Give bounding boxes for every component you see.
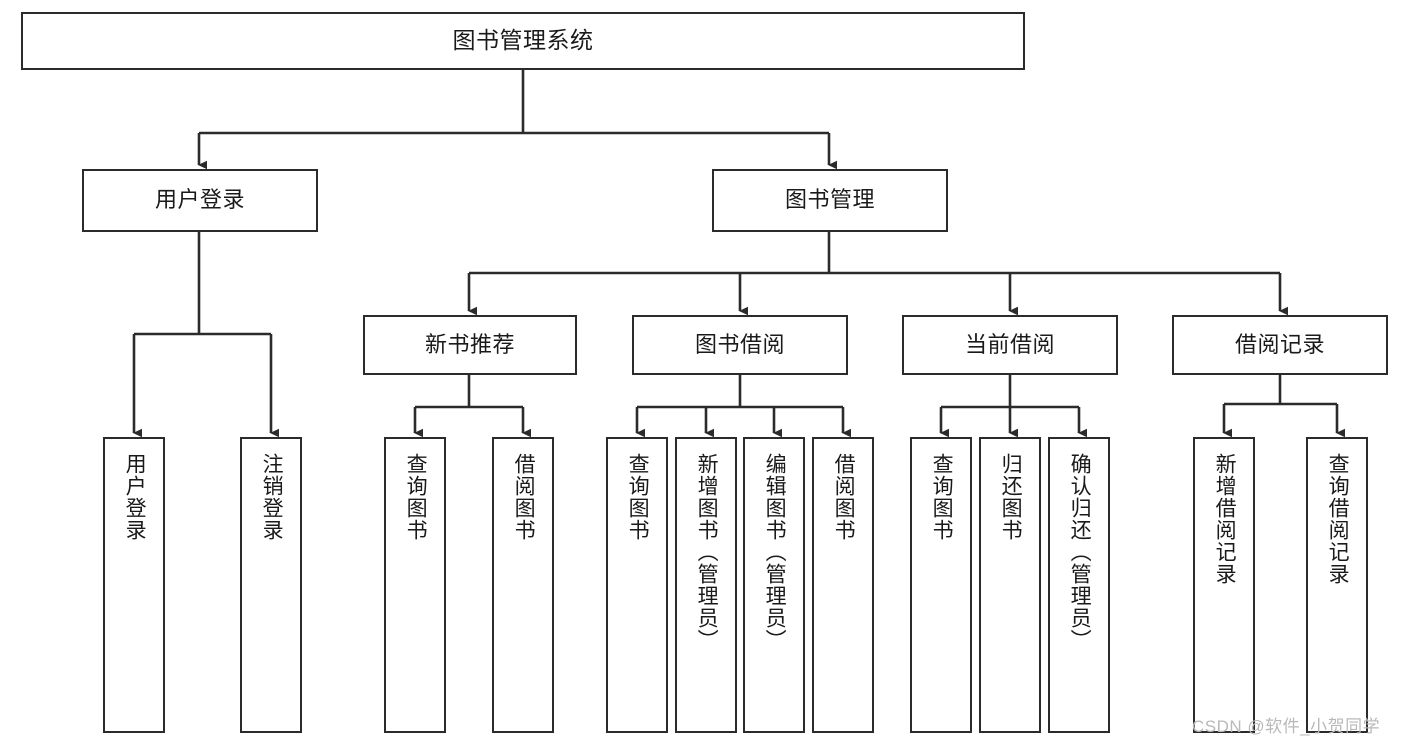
node-label: 图书管理 [784, 187, 875, 213]
leaf-new-book-borrow-book[interactable]: 借阅图书 [492, 437, 554, 733]
node-label: 当前借阅 [964, 331, 1055, 357]
node-label: 归还图书 [999, 453, 1023, 541]
leaf-book-borrow-borrow-book[interactable]: 借阅图书 [812, 437, 874, 733]
node-label: 借阅图书 [832, 453, 856, 541]
leaf-current-borrow-confirm-return-admin[interactable]: 确认归还（管理员） [1048, 437, 1110, 733]
node-label: 用户登录 [123, 453, 147, 541]
node-book-borrow[interactable]: 图书借阅 [632, 315, 848, 375]
leaf-current-borrow-return-book[interactable]: 归还图书 [979, 437, 1041, 733]
node-label: 确认归还（管理员） [1068, 453, 1092, 651]
leaf-book-borrow-add-book-admin[interactable]: 新增图书（管理员） [675, 437, 737, 733]
csdn-watermark: CSDN @软件_小贺同学 [1192, 717, 1381, 736]
node-book-management[interactable]: 图书管理 [712, 169, 948, 232]
leaf-new-book-query-book[interactable]: 查询图书 [384, 437, 446, 733]
node-book-management-system[interactable]: 图书管理系统 [21, 12, 1025, 70]
node-label: 查询图书 [626, 453, 650, 541]
node-label: 借阅图书 [512, 453, 536, 541]
leaf-user-login-login[interactable]: 用户登录 [103, 437, 165, 733]
leaf-borrow-record-add-record[interactable]: 新增借阅记录 [1193, 437, 1255, 733]
node-label: 借阅记录 [1234, 331, 1325, 357]
node-label: 新增借阅记录 [1213, 453, 1237, 585]
node-label: 新书推荐 [424, 331, 515, 357]
node-current-borrow[interactable]: 当前借阅 [902, 315, 1118, 375]
node-label: 查询图书 [404, 453, 428, 541]
node-user-login[interactable]: 用户登录 [82, 169, 318, 232]
leaf-borrow-record-query-record[interactable]: 查询借阅记录 [1306, 437, 1368, 733]
node-borrow-record[interactable]: 借阅记录 [1172, 315, 1388, 375]
node-label: 注销登录 [260, 453, 284, 541]
leaf-user-login-logout[interactable]: 注销登录 [240, 437, 302, 733]
node-label: 图书管理系统 [452, 27, 594, 54]
node-label: 查询图书 [930, 453, 954, 541]
node-label: 用户登录 [154, 187, 245, 213]
leaf-current-borrow-query-book[interactable]: 查询图书 [910, 437, 972, 733]
leaf-book-borrow-query-book[interactable]: 查询图书 [606, 437, 668, 733]
node-label: 图书借阅 [694, 331, 785, 357]
leaf-book-borrow-edit-book-admin[interactable]: 编辑图书（管理员） [743, 437, 805, 733]
node-label: 查询借阅记录 [1326, 453, 1350, 585]
node-new-book-recommend[interactable]: 新书推荐 [363, 315, 577, 375]
node-label: 编辑图书（管理员） [763, 453, 787, 651]
node-label: 新增图书（管理员） [695, 453, 719, 651]
